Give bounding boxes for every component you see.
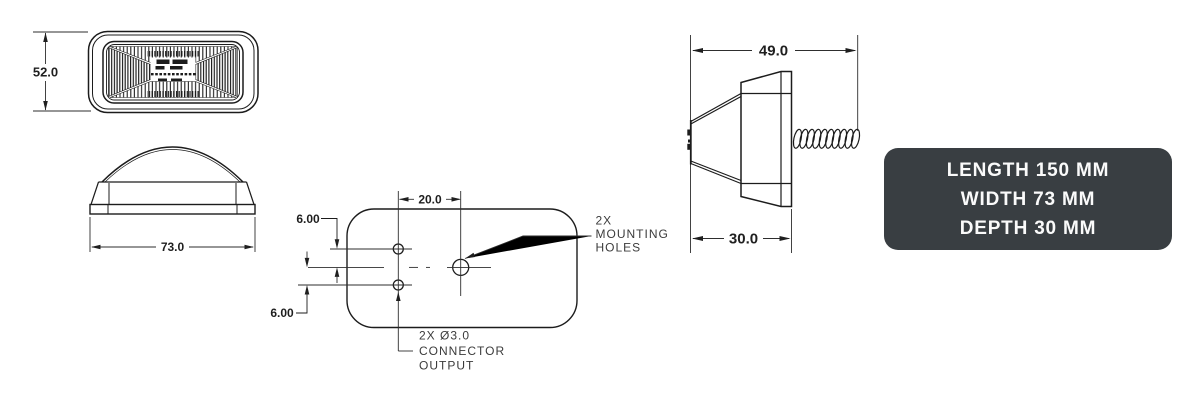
dim-text-hole-spacing: 20.0 [418, 193, 442, 207]
arrowhead-left [91, 244, 101, 250]
spec-card-depth: DEPTH 30 MM [959, 217, 1097, 239]
mounting-holes-callout: 2X MOUNTING HOLES [464, 214, 669, 259]
base-flange [89, 203, 256, 215]
profile-view: 73.0 [89, 146, 256, 254]
side-view: 49.0 [687, 35, 861, 253]
centerlines [298, 191, 491, 351]
lens-center-strip-top [147, 51, 199, 57]
label-connector-output-2: CONNECTOR [419, 344, 505, 358]
spec-card-width: WIDTH 73 MM [960, 188, 1096, 210]
dim-text-offset-top: 6.00 [296, 212, 320, 226]
arrowhead-left [399, 197, 409, 202]
arrowhead-right [244, 244, 254, 250]
bezel-right-slant [245, 181, 255, 205]
arrowhead-right [451, 197, 461, 202]
terminal-dot-bottom [687, 143, 692, 150]
arrowhead-left [692, 48, 703, 53]
connector-output-callout: 2X Ø3.0 CONNECTOR OUTPUT [396, 291, 505, 373]
lens-dome-arc-inner [104, 149, 241, 183]
arrowhead-down [304, 257, 310, 268]
terminal-dot-middle [688, 139, 691, 143]
arrowhead-up [304, 285, 310, 295]
arrowhead-left [692, 236, 703, 241]
dim-front-height: 52.0 [33, 31, 91, 112]
arrowhead-down [43, 101, 48, 111]
dim-text-offset-bottom: 6.00 [270, 306, 294, 320]
terminal-dot-top [687, 129, 692, 136]
arrowhead-up [334, 267, 340, 277]
lens-hatch-bottom [109, 81, 237, 98]
dim-side-length: 49.0 [692, 43, 857, 60]
arrowhead-up [396, 291, 401, 301]
lens-cone [687, 92, 742, 185]
lamp-outer-frame-inner-line [92, 34, 255, 110]
leader-elbow [296, 294, 308, 314]
dim-text-front-height: 52.0 [33, 65, 58, 80]
cone-bottom-edge-inner [690, 160, 742, 182]
label-mounting-holes-1: 2X [596, 214, 613, 228]
cone-top-edge-inner [690, 95, 742, 125]
lens-bezel-inner-line [106, 44, 240, 101]
label-connector-output-1: 2X Ø3.0 [419, 329, 470, 343]
label-mounting-holes-2: MOUNTING [596, 227, 669, 241]
lens-hatch-pattern [108, 46, 238, 98]
dim-offset-top: 6.00 [296, 212, 340, 283]
front-view: 52.0 [33, 30, 259, 114]
bezel-left-slant [90, 181, 100, 205]
dim-hole-spacing: 20.0 [399, 193, 461, 207]
cone-top-edge [690, 92, 742, 123]
cone-bottom-edge [690, 162, 742, 185]
label-mounting-holes-3: HOLES [596, 241, 642, 255]
dim-offset-bottom: 6.00 [270, 251, 310, 320]
lamp-body-side [740, 70, 793, 208]
arrowhead [465, 252, 476, 259]
dim-text-side-depth: 30.0 [729, 231, 758, 248]
lens-emblem [150, 57, 196, 81]
leader-elbow [321, 218, 338, 240]
dim-side-depth: 30.0 [692, 209, 792, 253]
spec-card-length: LENGTH 150 MM [946, 159, 1110, 181]
lens-dome-arc [101, 146, 244, 183]
arrowhead-right [779, 236, 791, 241]
lens-center-strip-bottom [147, 91, 199, 97]
arrowhead-up [43, 32, 48, 42]
lamp-outer-frame [87, 30, 259, 114]
leader-line [464, 235, 592, 259]
arrowhead-down [334, 239, 340, 249]
dim-text-profile-width: 73.0 [161, 240, 185, 254]
lens-bezel [102, 40, 244, 104]
arrowhead-right [845, 48, 857, 53]
dim-text-side-length: 49.0 [759, 43, 788, 60]
label-connector-output-3: OUTPUT [419, 359, 474, 373]
dim-profile-width: 73.0 [89, 217, 256, 254]
mounting-plate-outline [346, 208, 578, 329]
spec-card: LENGTH 150 MM WIDTH 73 MM DEPTH 30 MM [884, 148, 1172, 250]
coiled-wire [792, 128, 861, 149]
mounting-view: 20.0 6.00 6.00 2X MOUNTING HOLES 2X [270, 191, 669, 373]
